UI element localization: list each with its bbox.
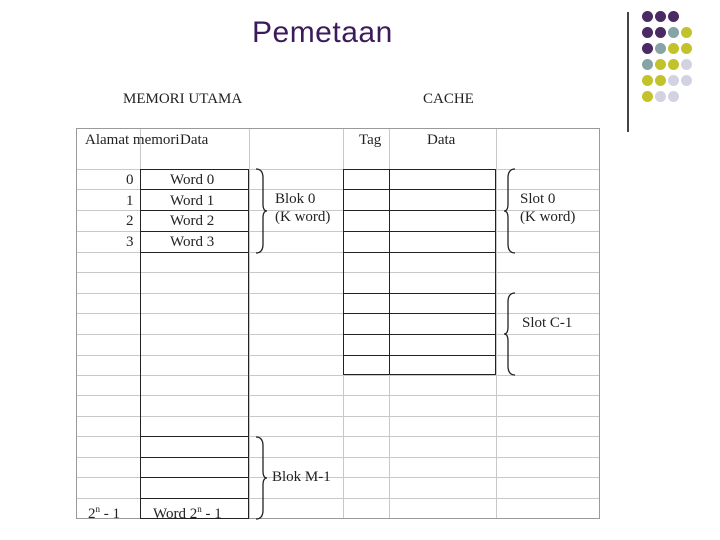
cache-row-divider — [343, 313, 496, 314]
brace-block-m — [255, 436, 268, 520]
grid-line — [77, 457, 599, 458]
grid-line — [77, 436, 599, 437]
cache-row-divider — [343, 293, 496, 294]
main-memory-heading: MEMORI UTAMA — [123, 91, 243, 107]
word-divider — [140, 477, 249, 478]
decorative-dot — [668, 75, 679, 86]
block-m-label: Blok M-1 — [272, 469, 331, 485]
decorative-dot — [655, 11, 666, 22]
decorative-dot — [668, 59, 679, 70]
grid-line — [77, 272, 599, 273]
cache-col-divider — [389, 169, 390, 375]
grid-line — [77, 416, 599, 417]
cache-row-divider — [343, 210, 496, 211]
block-0-label: Blok 0 (K word) — [275, 191, 331, 225]
memory-data-column — [140, 169, 249, 519]
word-divider — [140, 436, 249, 437]
decorative-dot — [681, 43, 692, 54]
word-divider — [140, 252, 249, 253]
decorative-dot — [668, 27, 679, 38]
decorative-dot — [655, 75, 666, 86]
cache-row-divider — [343, 355, 496, 356]
grid-line — [77, 189, 599, 190]
word-divider — [140, 231, 249, 232]
brace-slot-c — [503, 292, 516, 376]
grid-line — [77, 210, 599, 211]
word-divider — [140, 457, 249, 458]
decorative-dot — [655, 91, 666, 102]
cache-heading: CACHE — [423, 91, 474, 107]
brace-slot-0 — [503, 168, 516, 254]
decorative-dot — [668, 43, 679, 54]
grid-line — [77, 477, 599, 478]
decorative-dot — [681, 59, 692, 70]
slot-0-label: Slot 0 (K word) — [520, 191, 576, 225]
decorative-dot — [642, 43, 653, 54]
grid-line — [496, 129, 497, 518]
decorative-dot — [642, 91, 653, 102]
grid-line — [77, 355, 599, 356]
grid-line — [77, 313, 599, 314]
word-1: Word 1 — [170, 193, 215, 209]
brace-block-0 — [255, 168, 268, 254]
decorative-dot — [681, 27, 692, 38]
grid-line — [77, 231, 599, 232]
decorative-dot — [668, 91, 679, 102]
decorative-dot — [642, 11, 653, 22]
last-address: 2n - 1 — [88, 504, 120, 522]
grid-line — [77, 334, 599, 335]
decorative-dot — [642, 75, 653, 86]
address-2: 2 — [126, 213, 134, 229]
decorative-dot — [655, 27, 666, 38]
word-divider — [140, 210, 249, 211]
decorative-dot — [655, 43, 666, 54]
last-word: Word 2n - 1 — [153, 504, 222, 522]
cache-row-divider — [343, 189, 496, 190]
cache-row-divider — [343, 334, 496, 335]
word-divider — [140, 189, 249, 190]
background-grid — [76, 128, 600, 519]
grid-line — [77, 252, 599, 253]
address-0: 0 — [126, 172, 134, 188]
col-data-label: Data — [180, 132, 209, 148]
decorative-dot — [642, 27, 653, 38]
word-2: Word 2 — [170, 213, 215, 229]
grid-line — [249, 129, 250, 518]
grid-line — [77, 498, 599, 499]
word-divider — [140, 498, 249, 499]
decorative-dot — [642, 59, 653, 70]
divider-line — [627, 12, 629, 132]
grid-line — [77, 293, 599, 294]
slide-title: Pemetaan — [252, 16, 393, 49]
cache-col-data-label: Data — [427, 132, 456, 148]
cache-row-divider — [343, 231, 496, 232]
grid-line — [77, 395, 599, 396]
slot-c-label: Slot C-1 — [522, 315, 573, 331]
cache-row-divider — [343, 252, 496, 253]
cache-table — [343, 169, 496, 375]
decorative-dot — [681, 75, 692, 86]
address-1: 1 — [126, 193, 134, 209]
col-address-label: Alamat memori — [85, 132, 180, 148]
grid-line — [77, 169, 599, 170]
address-3: 3 — [126, 234, 134, 250]
word-3: Word 3 — [170, 234, 215, 250]
cache-col-tag-label: Tag — [359, 132, 382, 148]
decorative-dot — [668, 11, 679, 22]
decorative-dot — [655, 59, 666, 70]
word-0: Word 0 — [170, 172, 215, 188]
grid-line — [77, 375, 599, 376]
